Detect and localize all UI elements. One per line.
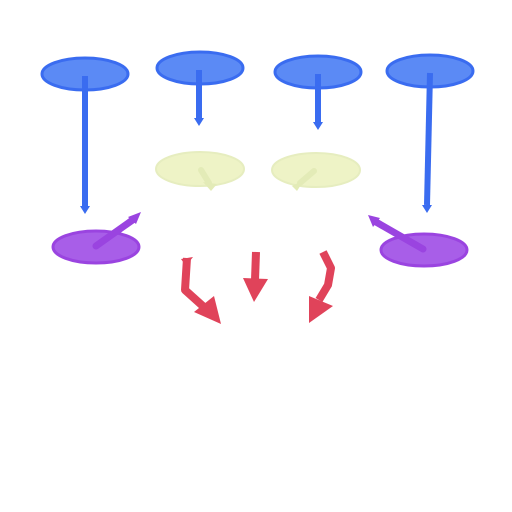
middle-edges	[198, 167, 317, 191]
output-arrow-left	[181, 257, 221, 324]
edge-t3-m2	[313, 74, 323, 130]
edge-b2-up-left	[368, 215, 427, 253]
top-nodes	[40, 50, 475, 92]
output-arrows	[181, 250, 335, 324]
output-arrow-right	[309, 250, 335, 323]
edge-t1-b1	[80, 76, 90, 214]
edge-b1-up-right	[92, 212, 141, 250]
middle-nodes	[155, 151, 361, 188]
bottom-edges	[92, 212, 427, 253]
edge-t4-b2	[422, 72, 433, 213]
edge-m2-down	[292, 168, 317, 191]
edge-m1-down	[198, 167, 217, 191]
top-edges	[80, 70, 433, 214]
edge-t2-m1	[194, 70, 204, 126]
output-arrow-center	[243, 251, 268, 302]
